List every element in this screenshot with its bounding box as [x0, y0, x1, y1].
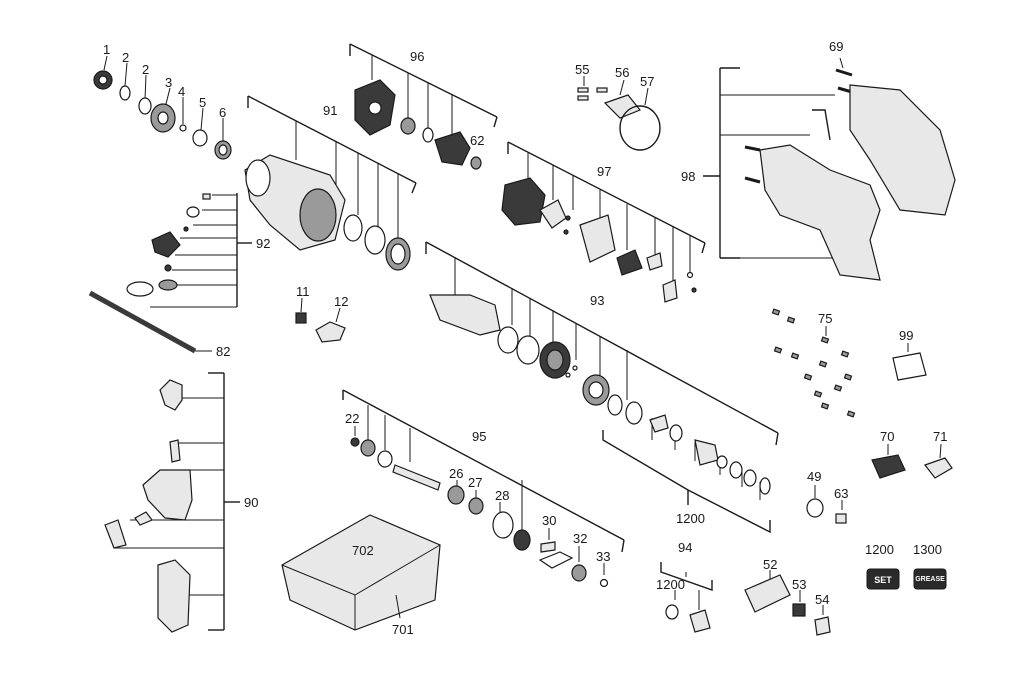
part-group-98 [703, 57, 956, 281]
label-49: 49 [807, 469, 821, 484]
label-96: 96 [410, 49, 424, 64]
label-1300: 1300 [913, 542, 942, 557]
part-group-97 [501, 141, 706, 303]
label-22: 22 [345, 411, 359, 426]
label-95: 95 [472, 429, 486, 444]
label-75: 75 [818, 311, 832, 326]
label-3: 3 [165, 75, 172, 90]
part-group-1200-mid [602, 414, 771, 534]
label-28: 28 [495, 488, 509, 503]
label-33: 33 [596, 549, 610, 564]
label-57: 57 [640, 74, 654, 89]
part-99-plate [892, 343, 927, 381]
label-1200-94: 1200 [656, 577, 685, 592]
part-group-70-71 [871, 443, 953, 479]
label-94: 94 [678, 540, 692, 555]
label-1: 1 [103, 42, 110, 57]
part-group-55-57 [577, 76, 661, 151]
label-2a: 2 [122, 50, 129, 65]
part-group-95 [342, 389, 625, 588]
label-32: 32 [573, 531, 587, 546]
part-group-92 [126, 193, 252, 308]
part-group-90 [104, 372, 240, 633]
label-90: 90 [244, 495, 258, 510]
part-group-1-6 [93, 55, 232, 160]
label-12: 12 [334, 294, 348, 309]
label-6: 6 [219, 105, 226, 120]
label-71: 71 [933, 429, 947, 444]
label-53: 53 [792, 577, 806, 592]
label-2b: 2 [142, 62, 149, 77]
label-70: 70 [880, 429, 894, 444]
label-1200-mid: 1200 [676, 511, 705, 526]
label-26: 26 [449, 466, 463, 481]
label-30: 30 [542, 513, 556, 528]
label-56: 56 [615, 65, 629, 80]
part-group-91 [244, 95, 417, 271]
label-62: 62 [470, 133, 484, 148]
part-82-rod [88, 290, 212, 354]
part-group-94 [660, 562, 713, 633]
svg-text:SET: SET [874, 575, 892, 585]
label-97: 97 [597, 164, 611, 179]
label-92: 92 [256, 236, 270, 251]
part-group-96 [349, 43, 498, 170]
label-1200-set: 1200 [865, 542, 894, 557]
label-27: 27 [468, 475, 482, 490]
label-93: 93 [590, 293, 604, 308]
grease-badge: GREASE [913, 568, 947, 590]
svg-text:GREASE: GREASE [915, 576, 945, 583]
label-98: 98 [681, 169, 695, 184]
label-11: 11 [296, 284, 310, 299]
label-702: 702 [352, 543, 374, 558]
part-group-93 [425, 241, 779, 446]
label-63: 63 [834, 486, 848, 501]
label-55: 55 [575, 62, 589, 77]
part-group-case-701-702 [281, 514, 441, 631]
part-group-75-screws [771, 308, 856, 418]
label-82: 82 [216, 344, 230, 359]
label-52: 52 [763, 557, 777, 572]
label-5: 5 [199, 95, 206, 110]
label-91: 91 [323, 103, 337, 118]
part-group-52-54 [744, 570, 831, 636]
label-99: 99 [899, 328, 913, 343]
set-badge: SET [866, 568, 900, 590]
label-54: 54 [815, 592, 829, 607]
label-701: 701 [392, 622, 414, 637]
label-69: 69 [829, 39, 843, 54]
part-group-49-63 [806, 485, 847, 524]
part-group-11-12 [295, 297, 346, 343]
label-4: 4 [178, 84, 185, 99]
